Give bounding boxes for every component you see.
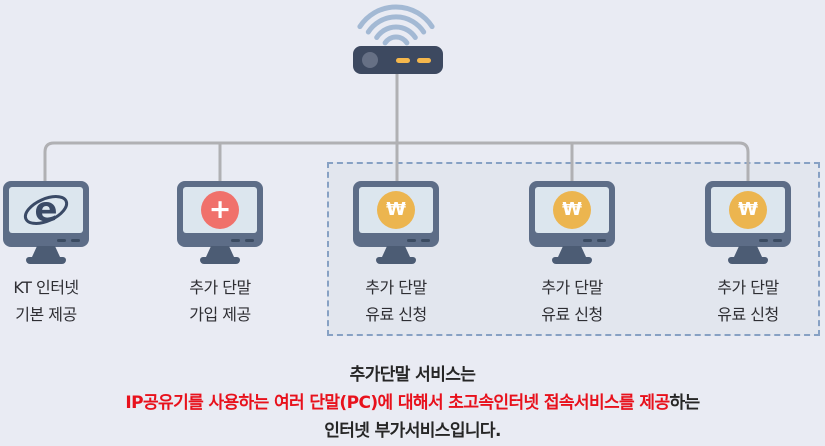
monitor-stand-base — [552, 257, 592, 264]
monitor-stand-neck — [382, 246, 410, 257]
monitor-frame: ₩ — [353, 181, 439, 247]
monitor-frame: ₩ — [705, 181, 791, 247]
monitor-stand-base — [376, 257, 416, 264]
station-label-line2: 유료 신청 — [365, 305, 427, 324]
station-label-line1: KT 인터넷 — [13, 278, 79, 297]
station-label-line2: 기본 제공 — [15, 305, 77, 324]
station-extra-terminal-signup: + 추가 단말 가입 제공 — [158, 181, 282, 328]
station-label-line1: 추가 단말 — [189, 278, 251, 297]
monitor-stand-base — [728, 257, 768, 264]
monitor-stand-base — [200, 257, 240, 264]
bezel-dash — [407, 239, 416, 242]
station-extra-terminal-paid-3: ₩ 추가 단말 유료 신청 — [686, 181, 810, 328]
station-label: 추가 단말 유료 신청 — [334, 274, 458, 328]
won-icon: ₩ — [377, 191, 415, 229]
monitor: ₩ — [353, 181, 439, 264]
station-label: 추가 단말 유료 신청 — [686, 274, 810, 328]
monitor-stand-neck — [32, 246, 60, 257]
router-knob — [362, 52, 378, 68]
monitor-stand-base — [26, 257, 66, 264]
station-label-line2: 가입 제공 — [189, 305, 251, 324]
station-label-line2: 유료 신청 — [541, 305, 603, 324]
monitor-frame: ₩ — [529, 181, 615, 247]
bezel-dash — [597, 239, 606, 242]
bezel-dash — [773, 239, 782, 242]
station-label-line2: 유료 신청 — [717, 305, 779, 324]
station-label: KT 인터넷 기본 제공 — [0, 274, 108, 328]
router-led — [396, 58, 410, 63]
station-label-line1: 추가 단말 — [541, 278, 603, 297]
bezel-dash — [231, 239, 240, 242]
wire-bus — [43, 141, 750, 182]
station-extra-terminal-paid-1: ₩ 추가 단말 유료 신청 — [334, 181, 458, 328]
monitor-screen: ₩ — [535, 187, 609, 233]
footer-line2-highlight: IP공유기를 사용하는 여러 단말(PC)에 대해서 초고속인터넷 접속서비스를… — [125, 393, 670, 413]
footer-description: 추가단말 서비스는 IP공유기를 사용하는 여러 단말(PC)에 대해서 초고속… — [0, 361, 825, 445]
monitor: + — [177, 181, 263, 264]
internet-explorer-icon: e — [23, 190, 69, 230]
station-extra-terminal-paid-2: ₩ 추가 단말 유료 신청 — [510, 181, 634, 328]
monitor-stand-neck — [734, 246, 762, 257]
bezel-dash — [57, 239, 66, 242]
wifi-signal-icon — [357, 4, 435, 46]
monitor-stand-neck — [558, 246, 586, 257]
monitor-screen: e — [9, 187, 83, 233]
station-label: 추가 단말 유료 신청 — [510, 274, 634, 328]
monitor-screen: ₩ — [359, 187, 433, 233]
monitor: ₩ — [529, 181, 615, 264]
monitor: ₩ — [705, 181, 791, 264]
monitor-frame: + — [177, 181, 263, 247]
bezel-dash — [759, 239, 768, 242]
router-led — [417, 58, 431, 63]
station-kt-internet-basic: e KT 인터넷 기본 제공 — [0, 181, 108, 328]
station-label-line1: 추가 단말 — [365, 278, 427, 297]
monitor-stand-neck — [206, 246, 234, 257]
station-label-line1: 추가 단말 — [717, 278, 779, 297]
monitor-frame: e — [3, 181, 89, 247]
bezel-dash — [421, 239, 430, 242]
wifi-router — [353, 46, 443, 74]
bezel-dash — [245, 239, 254, 242]
bezel-dash — [583, 239, 592, 242]
won-icon: ₩ — [729, 191, 767, 229]
plus-icon: + — [201, 191, 239, 229]
monitor: e — [3, 181, 89, 264]
monitor-screen: ₩ — [711, 187, 785, 233]
footer-line3: 인터넷 부가서비스입니다. — [324, 421, 501, 441]
monitor-screen: + — [183, 187, 257, 233]
bezel-dash — [71, 239, 80, 242]
won-icon: ₩ — [553, 191, 591, 229]
footer-line1: 추가단말 서비스는 — [349, 365, 476, 385]
footer-line2: IP공유기를 사용하는 여러 단말(PC)에 대해서 초고속인터넷 접속서비스를… — [125, 393, 700, 413]
station-label: 추가 단말 가입 제공 — [158, 274, 282, 328]
